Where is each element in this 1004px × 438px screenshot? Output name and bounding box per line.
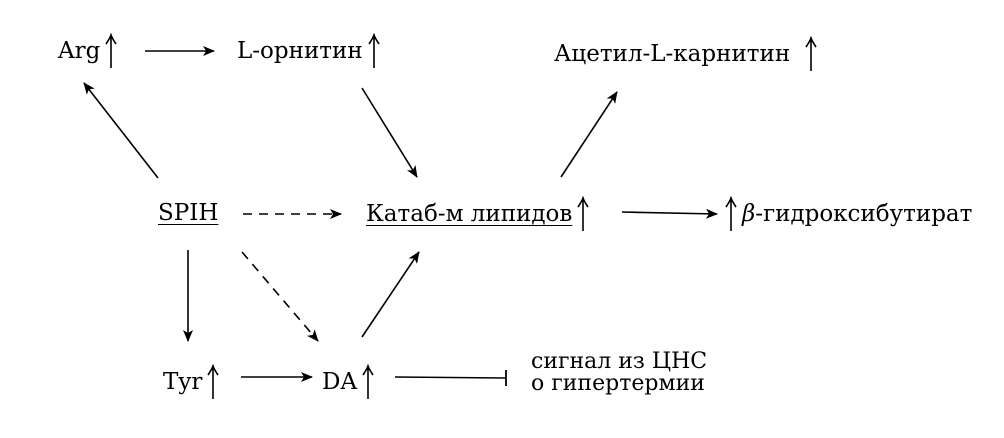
node-cns-signal-line2: о гипертермии bbox=[531, 371, 705, 396]
node-tyr: Tyr bbox=[163, 364, 224, 400]
edge-lipid-catabolism-to-hydroxybutyrate bbox=[621, 208, 718, 219]
node-acetylcarnitine-label: Ацетил-L-карнитин bbox=[554, 40, 791, 67]
node-ornithine-label: L-орнитин bbox=[237, 37, 363, 64]
node-da: DA bbox=[322, 364, 379, 400]
node-spih: SPIH bbox=[158, 202, 218, 225]
up-arrow-icon bbox=[206, 364, 220, 400]
edge-ornithine-to-lipid-catabolism bbox=[361, 87, 418, 178]
node-da-label: DA bbox=[322, 368, 358, 395]
node-lipid-catabolism-label: Катаб-м липидов bbox=[366, 200, 573, 227]
node-hydroxybutyrate-greek: β bbox=[742, 200, 756, 227]
edge-spih-to-da bbox=[241, 251, 319, 342]
node-hydroxybutyrate: β -гидроксибутират bbox=[724, 196, 972, 232]
node-acetylcarnitine: Ацетил-L-карнитин bbox=[554, 36, 822, 72]
node-tyr-label: Tyr bbox=[163, 368, 203, 395]
edge-da-to-lipid-catabolism bbox=[361, 251, 420, 338]
node-cns-signal-line1: сигнал из ЦНС bbox=[531, 349, 708, 374]
node-arg: Arg bbox=[58, 33, 122, 69]
node-spih-label: SPIH bbox=[158, 200, 219, 226]
edge-lipid-catabolism-to-acetylcarnitine bbox=[560, 91, 618, 178]
edge-da-inhibits-cns-signal bbox=[394, 376, 507, 379]
up-arrow-icon bbox=[724, 196, 738, 232]
up-arrow-icon bbox=[367, 33, 381, 69]
node-arg-label: Arg bbox=[58, 37, 101, 64]
up-arrow-icon bbox=[576, 196, 590, 232]
edge-spih-to-arg bbox=[83, 82, 159, 179]
node-lipid-catabolism: Катаб-м липидов bbox=[366, 196, 594, 232]
node-cns-signal: сигнал из ЦНС о гипертермии bbox=[531, 351, 707, 395]
up-arrow-icon bbox=[104, 33, 118, 69]
node-ornithine: L-орнитин bbox=[237, 33, 385, 69]
node-hydroxybutyrate-label: -гидроксибутират bbox=[755, 200, 973, 227]
up-arrow-icon bbox=[361, 364, 375, 400]
up-arrow-icon bbox=[804, 36, 818, 72]
